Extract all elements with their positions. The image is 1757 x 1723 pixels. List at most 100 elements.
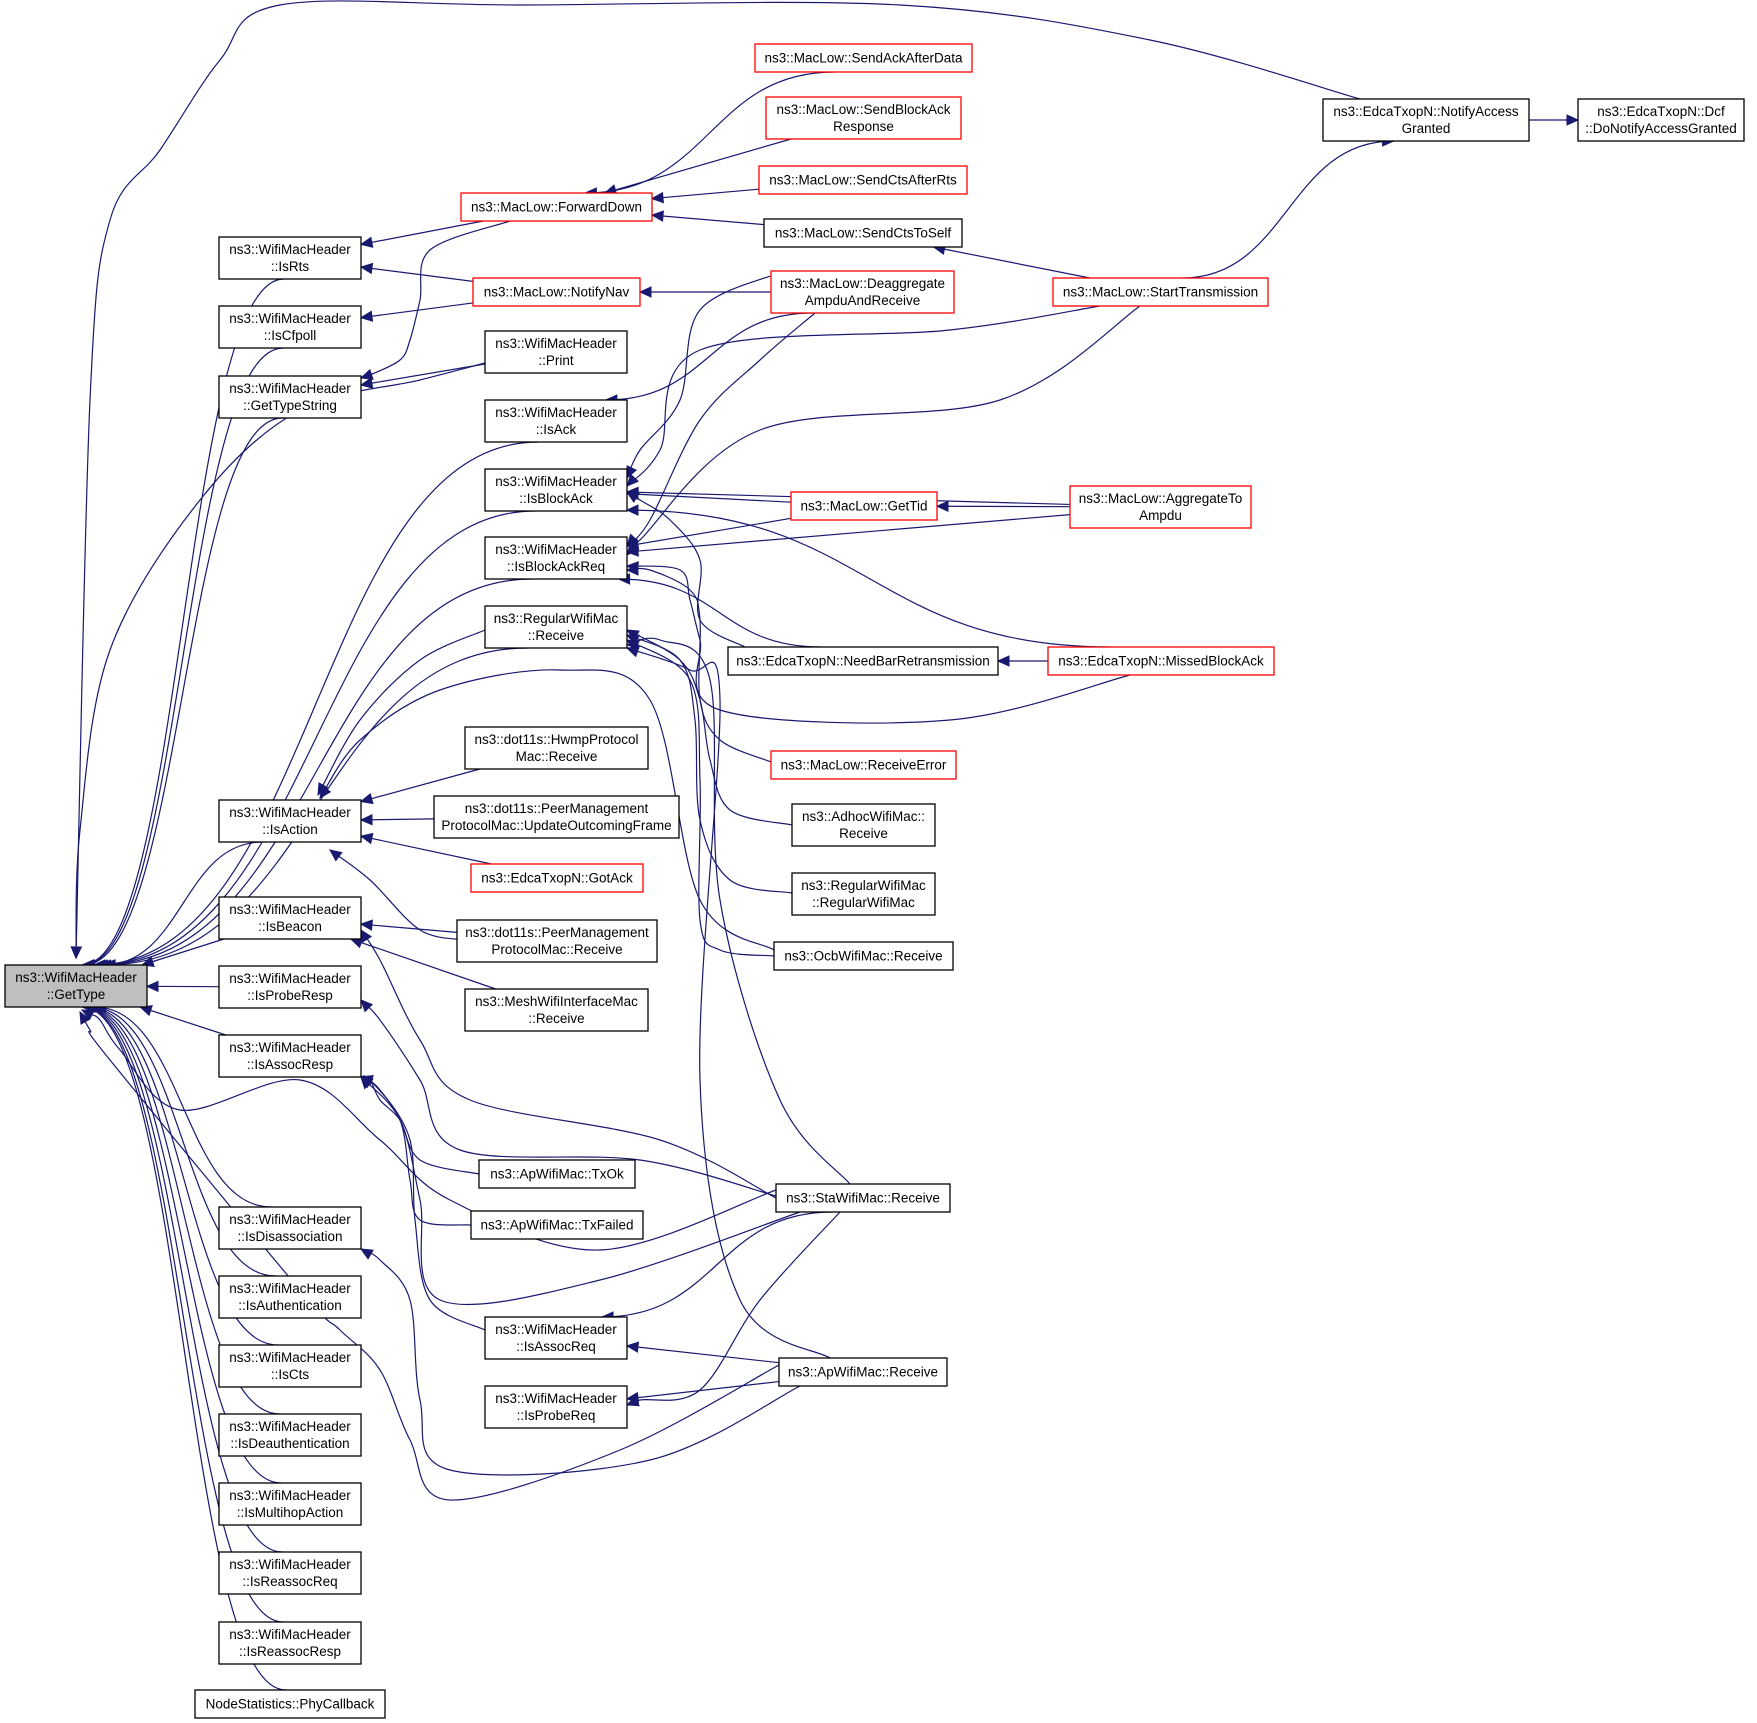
edge-starttx-to-isblockack	[626, 305, 1101, 487]
node-box	[218, 799, 362, 843]
node-dcfnotify[interactable]: ns3::EdcaTxopN::Dcf::DoNotifyAccessGrant…	[1577, 98, 1745, 142]
node-isprobereq[interactable]: ns3::WifiMacHeader::IsProbeReq	[484, 1385, 628, 1429]
node-label-line: ns3::ApWifiMac::TxOk	[490, 1167, 624, 1182]
node-txok[interactable]: ns3::ApWifiMac::TxOk	[478, 1159, 636, 1189]
node-label-line: ::RegularWifiMac	[812, 895, 915, 910]
node-apreceive[interactable]: ns3::ApWifiMac::Receive	[778, 1357, 948, 1387]
edge-missedblockack-to-needbar	[996, 655, 1048, 667]
node-isdisassociation[interactable]: ns3::WifiMacHeader::IsDisassociation	[218, 1206, 362, 1250]
node-gettid[interactable]: ns3::MacLow::GetTid	[790, 491, 938, 521]
node-receiveerror[interactable]: ns3::MacLow::ReceiveError	[770, 750, 957, 780]
node-box	[218, 375, 362, 419]
edge-notifynav-to-isrts	[359, 262, 474, 282]
edge-line	[626, 1345, 780, 1364]
node-box	[218, 1413, 362, 1457]
node-adhocreceive[interactable]: ns3::AdhocWifiMac::Receive	[791, 803, 936, 847]
node-label-line: ::IsCfpoll	[264, 328, 317, 343]
node-isproberesp[interactable]: ns3::WifiMacHeader::IsProbeResp	[218, 965, 362, 1009]
node-pmupdate[interactable]: ns3::dot11s::PeerManagementProtocolMac::…	[433, 795, 680, 839]
node-regreceive[interactable]: ns3::RegularWifiMac::Receive	[484, 605, 628, 649]
node-pmreceive[interactable]: ns3::dot11s::PeerManagementProtocolMac::…	[456, 919, 658, 963]
edge-line	[329, 849, 466, 941]
node-isblockack[interactable]: ns3::WifiMacHeader::IsBlockAck	[484, 468, 628, 512]
edge-line	[83, 417, 283, 966]
edge-forwarddown-to-gettypestring	[359, 220, 511, 380]
node-sendctstoself[interactable]: ns3::MacLow::SendCtsToSelf	[763, 218, 963, 248]
edge-arrowhead	[935, 500, 949, 513]
node-missedblockack[interactable]: ns3::EdcaTxopN::MissedBlockAck	[1047, 646, 1275, 676]
node-iscfpoll[interactable]: ns3::WifiMacHeader::IsCfpoll	[218, 305, 362, 349]
node-ismultihopaction[interactable]: ns3::WifiMacHeader::IsMultihopAction	[218, 1482, 362, 1526]
edge-line	[360, 220, 484, 246]
node-starttx[interactable]: ns3::MacLow::StartTransmission	[1052, 277, 1269, 307]
node-isassocresp[interactable]: ns3::WifiMacHeader::IsAssocResp	[218, 1034, 362, 1078]
node-isreassocresp[interactable]: ns3::WifiMacHeader::IsReassocResp	[218, 1621, 362, 1665]
edge-line	[1182, 140, 1394, 279]
node-gettype[interactable]: ns3::WifiMacHeader::GetType	[4, 964, 148, 1008]
edge-line	[626, 305, 1101, 487]
edge-forwarddown-to-isrts	[359, 220, 484, 248]
node-label-line: ns3::WifiMacHeader	[229, 381, 351, 396]
node-sendctsafterrts[interactable]: ns3::MacLow::SendCtsAfterRts	[758, 165, 968, 195]
edge-line	[626, 647, 831, 1359]
edge-arrowhead	[626, 473, 640, 487]
node-notifyaccess[interactable]: ns3::EdcaTxopN::NotifyAccessGranted	[1322, 98, 1530, 142]
edge-line	[86, 1006, 280, 1415]
node-box	[433, 795, 680, 839]
node-meshreceive[interactable]: ns3::MeshWifiInterfaceMac::Receive	[464, 988, 649, 1032]
node-box	[765, 96, 962, 140]
edge-arrowhead	[1566, 114, 1580, 126]
node-needbar[interactable]: ns3::EdcaTxopN::NeedBarRetransmission	[727, 646, 999, 676]
node-box	[484, 399, 628, 443]
edge-aggregate-to-isblockackreq	[625, 514, 1071, 557]
node-label-line: ns3::RegularWifiMac	[801, 878, 926, 893]
edge-line	[82, 347, 284, 966]
node-box	[770, 750, 957, 780]
node-isack[interactable]: ns3::WifiMacHeader::IsAck	[484, 399, 628, 443]
node-phycallback[interactable]: NodeStatistics::PhyCallback	[194, 1689, 386, 1719]
edge-line	[626, 509, 1112, 648]
node-label-line: ::IsAck	[536, 422, 577, 437]
edge-gettypestring-to-gettype	[82, 417, 283, 971]
node-box	[484, 330, 628, 374]
edge-line	[75, 0, 1361, 959]
node-isblockackreq[interactable]: ns3::WifiMacHeader::IsBlockAckReq	[484, 536, 628, 580]
node-label-line: ns3::MacLow::ForwardDown	[471, 200, 642, 215]
node-stareceive[interactable]: ns3::StaWifiMac::Receive	[775, 1183, 951, 1213]
node-isdeauthentication[interactable]: ns3::WifiMacHeader::IsDeauthentication	[218, 1413, 362, 1457]
node-box	[194, 1689, 386, 1719]
node-isbeacon[interactable]: ns3::WifiMacHeader::IsBeacon	[218, 896, 362, 940]
node-label-line: ns3::MacLow::GetTid	[800, 499, 927, 514]
edge-apreceive-to-isdisassociation	[359, 1248, 801, 1476]
node-gettypestring[interactable]: ns3::WifiMacHeader::GetTypeString	[218, 375, 362, 419]
edge-line	[626, 517, 792, 547]
node-label-line: ns3::MacLow::AggregateTo	[1079, 491, 1243, 506]
node-isauthentication[interactable]: ns3::WifiMacHeader::IsAuthentication	[218, 1275, 362, 1319]
edge-pmupdate-to-isaction	[359, 813, 435, 826]
node-label-line: ns3::MeshWifiInterfaceMac	[475, 994, 638, 1009]
edge-arrowhead	[625, 1341, 640, 1353]
node-forwarddown[interactable]: ns3::MacLow::ForwardDown	[460, 192, 653, 222]
node-txfailed[interactable]: ns3::ApWifiMac::TxFailed	[470, 1210, 644, 1240]
node-notifynav[interactable]: ns3::MacLow::NotifyNav	[472, 277, 641, 307]
node-isaction[interactable]: ns3::WifiMacHeader::IsAction	[218, 799, 362, 843]
edge-pmreceive-to-isaction	[329, 849, 466, 941]
node-iscts[interactable]: ns3::WifiMacHeader::IsCts	[218, 1344, 362, 1388]
node-isassocreq[interactable]: ns3::WifiMacHeader::IsAssocReq	[484, 1316, 628, 1360]
node-ocbreceive[interactable]: ns3::OcbWifiMac::Receive	[773, 941, 954, 971]
node-sendackafterdata[interactable]: ns3::MacLow::SendAckAfterData	[754, 43, 973, 73]
node-gotack[interactable]: ns3::EdcaTxopN::GotAck	[470, 863, 644, 893]
node-regctor[interactable]: ns3::RegularWifiMac::RegularWifiMac	[791, 872, 936, 916]
edge-notifyaccess-to-gettype	[70, 0, 1361, 960]
node-isrts[interactable]: ns3::WifiMacHeader::IsRts	[218, 236, 362, 280]
edge-deaggregate-to-isblockackreq	[626, 312, 816, 547]
edge-line	[360, 1076, 486, 1331]
node-label-line: ns3::WifiMacHeader	[229, 1281, 351, 1296]
node-print[interactable]: ns3::WifiMacHeader::Print	[484, 330, 628, 374]
node-isreassocreq[interactable]: ns3::WifiMacHeader::IsReassocReq	[218, 1551, 362, 1595]
node-label-line: ::IsProbeResp	[247, 988, 333, 1003]
